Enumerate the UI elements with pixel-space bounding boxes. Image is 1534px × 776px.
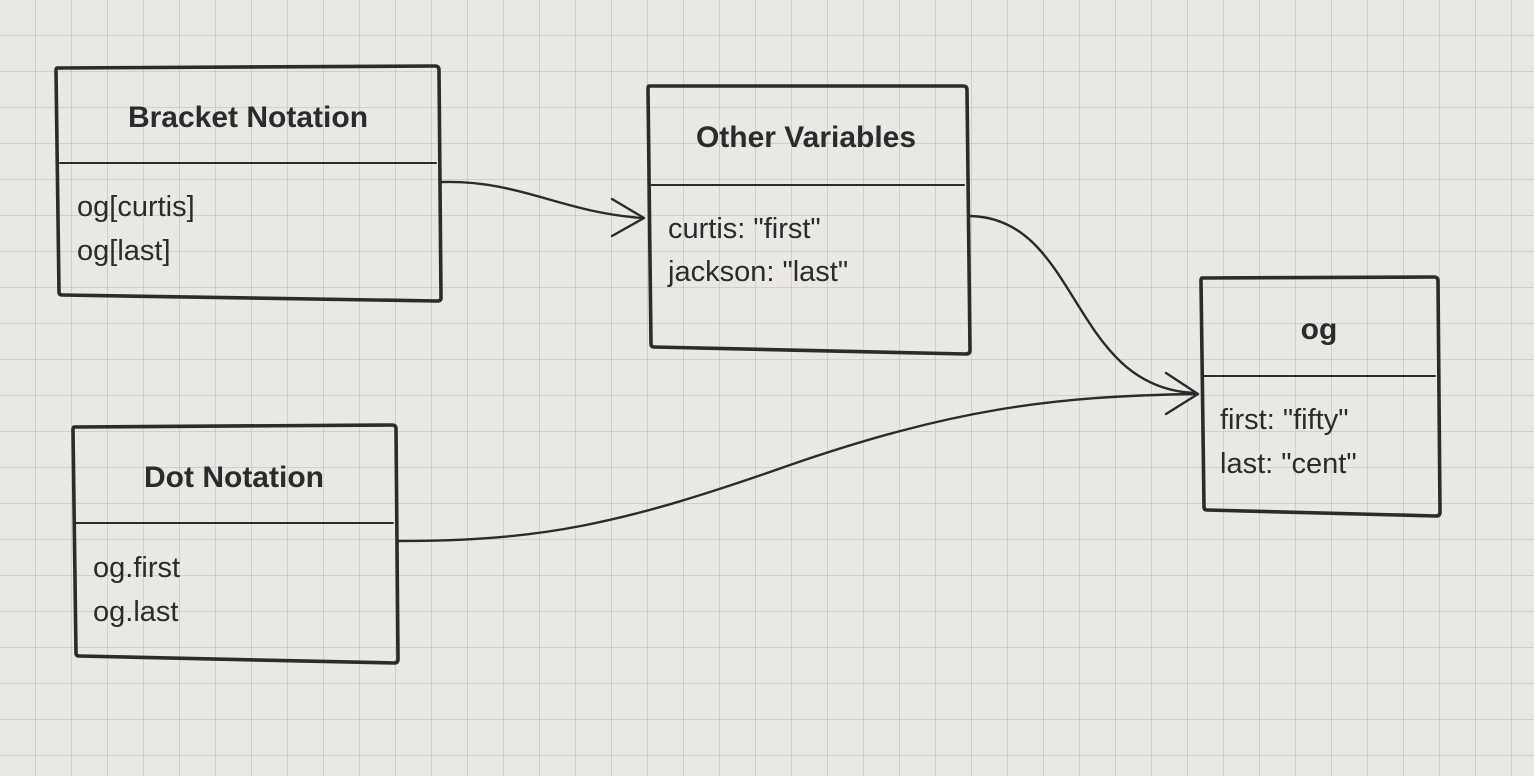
field-text: first: "fifty" (1220, 404, 1349, 436)
field-text: og[curtis] (77, 191, 195, 223)
box-border (1199, 275, 1442, 518)
box-title: Dot Notation (144, 461, 324, 494)
connector-line (968, 214, 1197, 395)
box-og[interactable]: og first: "fifty" last: "cent" (1199, 275, 1442, 518)
connector-bracket-to-other[interactable] (440, 180, 646, 238)
field-text: jackson: "last" (667, 256, 848, 288)
connector-other-to-og[interactable] (968, 214, 1197, 395)
field-text: og.first (93, 552, 180, 584)
box-title: Other Variables (696, 121, 916, 154)
field-text: last: "cent" (1220, 448, 1357, 480)
box-title: og (1301, 313, 1338, 346)
box-title: Bracket Notation (128, 101, 368, 134)
box-other-variables[interactable]: Other Variables curtis: "first" jackson:… (646, 84, 972, 356)
arrowhead-icon (1164, 371, 1200, 416)
box-bracket-notation[interactable]: Bracket Notation og[curtis] og[last] (54, 64, 443, 303)
box-dot-notation[interactable]: Dot Notation og.first og.last (71, 423, 400, 665)
connector-line (440, 180, 644, 220)
box-border (646, 84, 972, 356)
field-text: curtis: "first" (668, 213, 821, 245)
field-text: og[last] (77, 235, 171, 267)
box-border (54, 64, 443, 303)
connector-line (396, 392, 1199, 543)
arrowhead-icon (610, 197, 646, 238)
box-border (71, 423, 400, 665)
field-text: og.last (93, 596, 178, 628)
connector-dot-to-og[interactable] (396, 371, 1200, 543)
